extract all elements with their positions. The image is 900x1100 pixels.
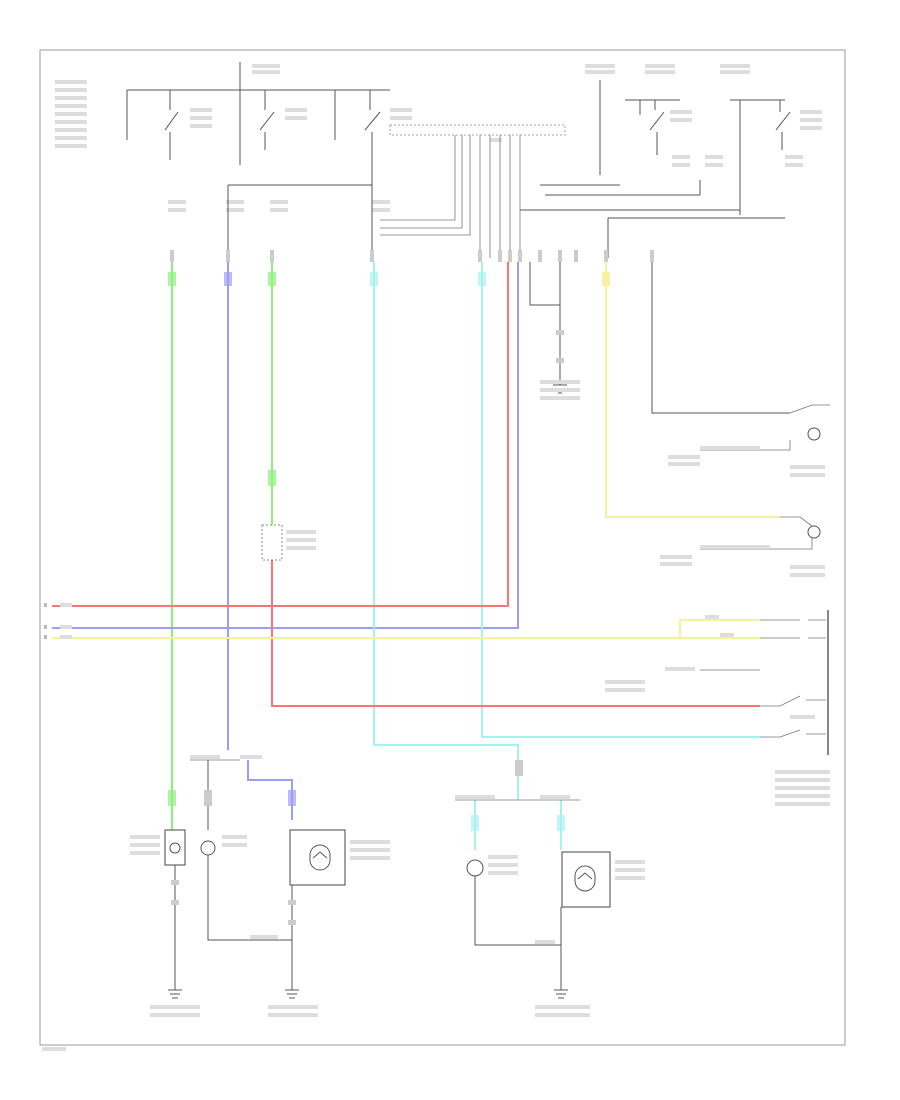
wire-red xyxy=(52,262,760,707)
switch-contact-1 xyxy=(164,90,179,160)
label-switch-assembly xyxy=(775,770,830,774)
top-fuse-switch-block xyxy=(55,62,822,262)
switch-assembly xyxy=(605,610,830,806)
left-margin-connectors xyxy=(44,603,72,639)
diagram-border xyxy=(39,49,846,1046)
fuse-stubs xyxy=(168,155,803,212)
center-ground-branch xyxy=(529,262,580,400)
right-fuse-group-3 xyxy=(720,64,822,215)
right-fuse-group-1 xyxy=(585,64,615,175)
left-headlight-unit xyxy=(289,829,390,886)
right-headlight-low xyxy=(466,855,518,877)
ground-left-1 xyxy=(150,989,200,1017)
right-headlight-high xyxy=(561,851,645,908)
mid-connector xyxy=(261,524,316,561)
left-tail-lamp xyxy=(660,516,825,577)
left-headlight-low xyxy=(130,829,186,866)
connector-pin-row xyxy=(170,250,654,262)
switch-contact-2 xyxy=(239,90,275,165)
wire-blue xyxy=(52,262,519,820)
left-text-block xyxy=(55,80,87,148)
right-tail-lamp xyxy=(651,262,830,477)
switch-contact-3 xyxy=(334,90,381,185)
wire-yellow xyxy=(52,262,780,639)
central-connector xyxy=(389,124,566,142)
label-right-tail-lamp xyxy=(790,465,825,469)
label-left-tail-lamp xyxy=(790,565,825,569)
wire-cyan xyxy=(370,262,760,850)
left-headlight-group xyxy=(130,755,390,990)
ground-left-2 xyxy=(268,989,318,1017)
right-headlight-group xyxy=(455,760,645,990)
footer-code-mark xyxy=(42,1047,66,1051)
ground-label-center xyxy=(540,380,580,384)
wire-green xyxy=(168,262,276,830)
left-headlight-high xyxy=(200,835,247,856)
ground-right xyxy=(535,989,590,1017)
right-fuse-group-2 xyxy=(625,64,692,155)
